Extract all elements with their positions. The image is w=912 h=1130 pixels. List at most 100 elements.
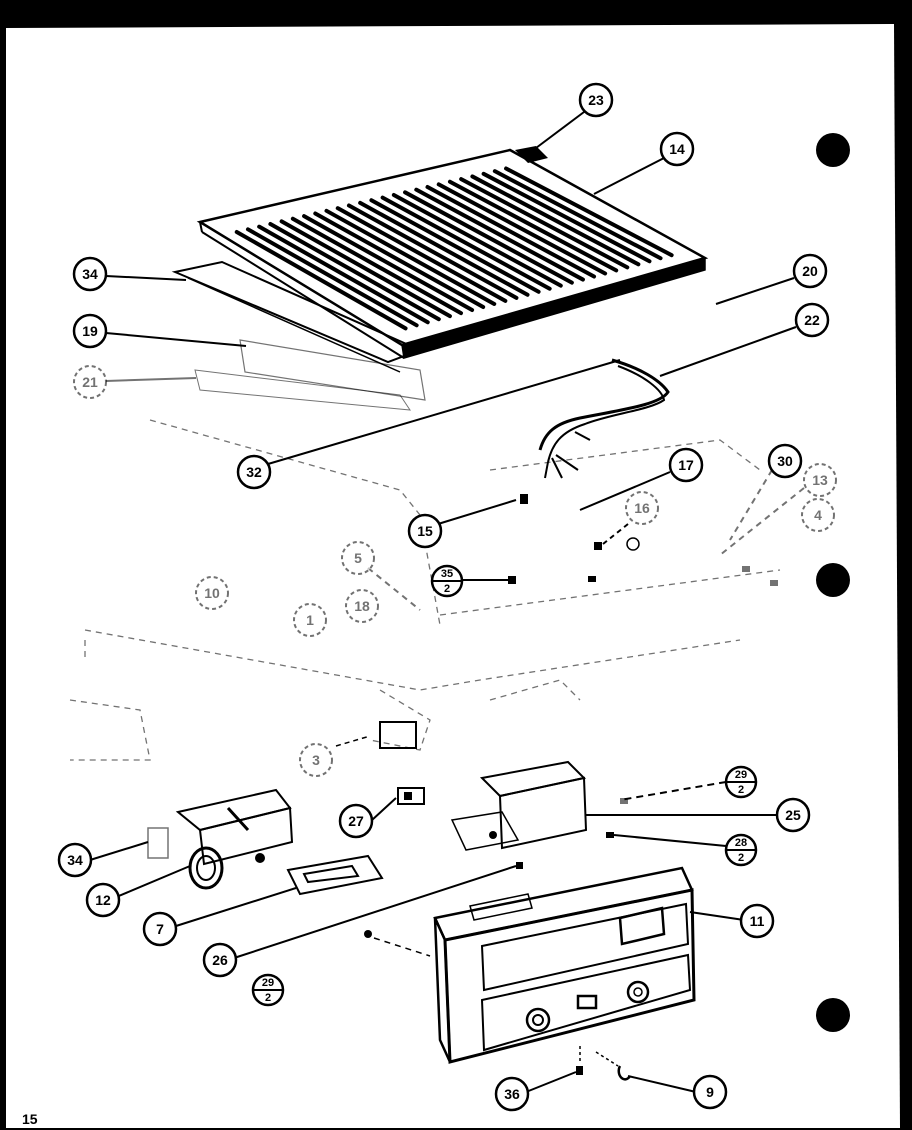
- fraction-callout-35-2: 35 2: [430, 564, 464, 598]
- grille-slot: [391, 192, 563, 288]
- shelf-support-rails: [171, 260, 426, 411]
- svg-text:34: 34: [82, 266, 98, 282]
- svg-text:36: 36: [504, 1086, 520, 1102]
- svg-text:34: 34: [67, 852, 83, 868]
- grille-slot: [414, 187, 585, 282]
- fraction-callouts: 35 2 29 2 28 2 29 2: [251, 564, 758, 1007]
- screw-part-15: [520, 494, 528, 504]
- callout-34-top: 34: [72, 256, 108, 292]
- svg-text:30: 30: [777, 453, 793, 469]
- callout-15: 15: [407, 513, 443, 549]
- svg-text:26: 26: [212, 952, 228, 968]
- binder-hole-middle: [816, 563, 850, 597]
- grille-slot: [470, 174, 641, 267]
- control-housing-outline: [69, 419, 781, 761]
- thermostat-assembly: [147, 788, 384, 896]
- svg-text:28: 28: [735, 837, 747, 849]
- callout-13: 13: [803, 463, 837, 497]
- callout-leader-lines: [89, 111, 805, 1093]
- svg-text:20: 20: [802, 263, 818, 279]
- page-number: 15: [22, 1111, 38, 1127]
- svg-text:9: 9: [706, 1084, 714, 1100]
- small-fasteners: [508, 537, 778, 586]
- svg-text:16: 16: [634, 500, 650, 516]
- callout-16: 16: [625, 491, 659, 525]
- svg-text:14: 14: [669, 141, 685, 157]
- grille-slot: [447, 179, 619, 273]
- grille-slot: [425, 185, 597, 279]
- callout-18: 18: [345, 589, 379, 623]
- svg-text:17: 17: [678, 457, 694, 473]
- binder-hole-bottom: [816, 998, 850, 1032]
- svg-text:2: 2: [444, 583, 450, 595]
- grille-slot: [436, 182, 608, 276]
- callout-26: 26: [202, 942, 238, 978]
- callout-14: 14: [659, 131, 695, 167]
- callouts: 23 14 34 20 19 22 21 32 17 30 13 15 16 4…: [57, 82, 837, 1112]
- grille-slot: [335, 206, 508, 303]
- svg-text:5: 5: [354, 550, 362, 566]
- svg-text:2: 2: [738, 852, 744, 864]
- grille-slot: [492, 169, 663, 261]
- panel-fasteners: [364, 798, 632, 1081]
- callout-7: 7: [142, 911, 178, 947]
- svg-text:27: 27: [348, 813, 364, 829]
- callout-20: 20: [792, 253, 828, 289]
- svg-text:21: 21: [82, 374, 98, 390]
- grille-slot: [302, 214, 475, 313]
- svg-text:19: 19: [82, 323, 98, 339]
- callout-12: 12: [85, 882, 121, 918]
- callout-36: 36: [494, 1076, 530, 1112]
- grille-slot: [324, 208, 497, 306]
- switch-part-27: [397, 787, 425, 805]
- callout-11: 11: [739, 903, 775, 939]
- fraction-callout-29-2-right: 29 2: [724, 765, 758, 799]
- svg-text:29: 29: [262, 977, 274, 989]
- grille-slot: [504, 166, 674, 258]
- grille-slot: [257, 224, 430, 325]
- wire-harness-part-22: [538, 358, 670, 479]
- svg-text:11: 11: [750, 913, 765, 929]
- callout-17: 17: [668, 447, 704, 483]
- grille-slot: [290, 216, 463, 316]
- fraction-callout-28-2: 28 2: [724, 833, 758, 867]
- svg-text:7: 7: [156, 921, 164, 937]
- grille-slot: [459, 177, 630, 270]
- callout-3: 3: [299, 743, 333, 777]
- svg-text:4: 4: [814, 507, 822, 523]
- clip-part-23: [515, 146, 548, 163]
- grille-slot: [234, 229, 408, 331]
- svg-text:23: 23: [588, 92, 604, 108]
- grille-slot: [313, 211, 486, 310]
- svg-text:1: 1: [306, 612, 314, 628]
- svg-text:10: 10: [204, 585, 220, 601]
- callout-34-bottom: 34: [57, 842, 93, 878]
- grille-slot: [346, 203, 519, 300]
- svg-text:18: 18: [354, 598, 370, 614]
- part-3-cylinder: [335, 721, 417, 749]
- grille-slot: [369, 198, 541, 294]
- svg-text:25: 25: [785, 807, 801, 823]
- svg-text:29: 29: [735, 769, 747, 781]
- svg-text:35: 35: [441, 568, 453, 580]
- grille-slot: [380, 195, 552, 291]
- grille-slot: [279, 219, 452, 319]
- svg-text:15: 15: [417, 523, 433, 539]
- control-panel-part-11: [433, 866, 696, 1064]
- callout-10: 10: [195, 576, 229, 610]
- callout-27: 27: [338, 803, 374, 839]
- fraction-callout-29-2-left: 29 2: [251, 973, 285, 1007]
- grille-slot: [481, 171, 652, 264]
- callout-22: 22: [794, 302, 830, 338]
- callout-9: 9: [692, 1074, 728, 1110]
- binder-hole-top: [816, 133, 850, 167]
- callout-5: 5: [341, 541, 375, 575]
- shelf-grille-part-14: [196, 148, 709, 359]
- svg-text:32: 32: [246, 464, 262, 480]
- callout-23: 23: [578, 82, 614, 118]
- svg-text:13: 13: [812, 472, 828, 488]
- callout-21: 21: [73, 365, 107, 399]
- svg-text:2: 2: [265, 992, 271, 1004]
- callout-32: 32: [236, 454, 272, 490]
